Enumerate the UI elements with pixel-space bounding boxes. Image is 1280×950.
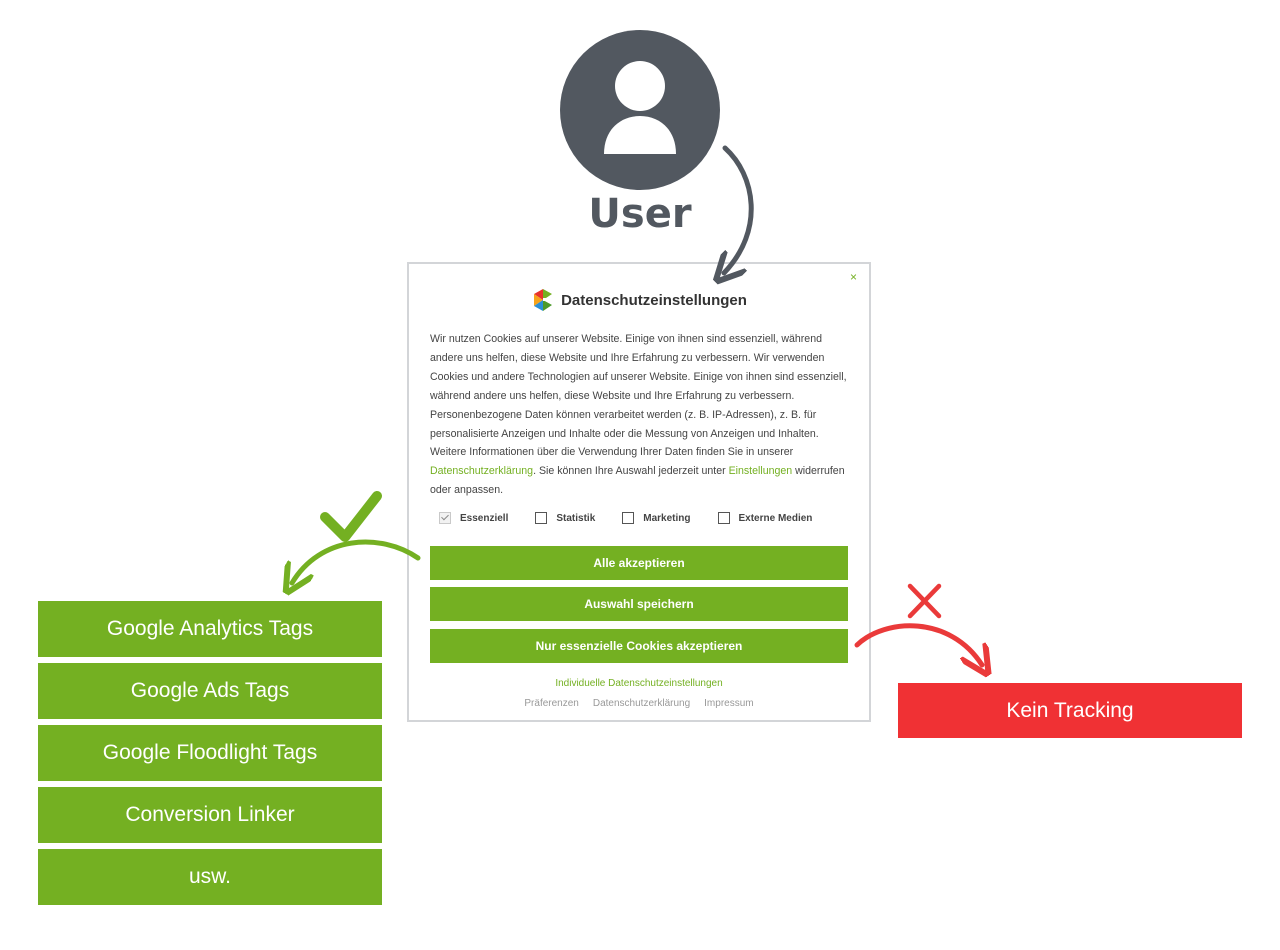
checkbox-label: Essenziell bbox=[460, 512, 509, 524]
no-tracking-box: Kein Tracking bbox=[898, 683, 1242, 738]
user-label: User bbox=[588, 191, 692, 237]
description-text: . Sie können Ihre Auswahl jederzeit unte… bbox=[533, 465, 729, 478]
essential-only-button[interactable]: Nur essenzielle Cookies akzeptieren bbox=[430, 629, 848, 663]
checkbox-essenziell-box bbox=[439, 512, 451, 524]
arrow-essential-to-no-tracking bbox=[854, 623, 982, 665]
user-icon bbox=[560, 30, 720, 190]
footer-link-preferences[interactable]: Präferenzen bbox=[524, 698, 579, 709]
checkbox-label[interactable]: Marketing bbox=[643, 512, 691, 524]
dialog-footer: Präferenzen Datenschutzerklärung Impress… bbox=[409, 698, 869, 709]
arrow-accept-to-tags bbox=[292, 539, 421, 583]
dialog-description: Wir nutzen Cookies auf unserer Website. … bbox=[430, 330, 854, 500]
footer-link-privacy[interactable]: Datenschutzerklärung bbox=[592, 698, 691, 709]
cookie-consent-dialog: × Datenschutzeinstellungen Wir nutzen Co… bbox=[407, 262, 871, 722]
description-text: widerrufen oder anpassen. bbox=[430, 465, 845, 497]
close-icon[interactable]: × bbox=[849, 270, 857, 284]
arrow-user-to-dialog bbox=[724, 145, 754, 273]
description-text: Wir nutzen Cookies auf unserer Website. … bbox=[430, 333, 847, 459]
tag-google-ads: Google Ads Tags bbox=[38, 663, 382, 719]
checkbox-statistik-box[interactable] bbox=[535, 512, 548, 524]
checkbox-marketing[interactable]: Marketing bbox=[622, 512, 691, 524]
footer-link-imprint[interactable]: Impressum bbox=[704, 698, 754, 709]
tag-conversion-linker: Conversion Linker bbox=[38, 787, 382, 843]
cross-icon bbox=[907, 583, 942, 619]
checkbox-essenziell: Essenziell bbox=[439, 512, 508, 524]
checkbox-externe-medien[interactable]: Externe Medien bbox=[717, 512, 813, 524]
privacy-policy-link[interactable]: Datenschutzerklärung bbox=[430, 465, 534, 478]
logo-icon bbox=[531, 288, 555, 312]
individual-settings-link[interactable]: Individuelle Datenschutzeinstellungen bbox=[555, 678, 723, 689]
dialog-title: Datenschutzeinstellungen bbox=[561, 291, 747, 309]
tag-google-analytics: Google Analytics Tags bbox=[38, 601, 382, 657]
save-selection-button[interactable]: Auswahl speichern bbox=[430, 587, 848, 621]
settings-link[interactable]: Einstellungen bbox=[728, 465, 793, 478]
checkbox-label[interactable]: Statistik bbox=[556, 512, 596, 524]
consent-checkboxes: Essenziell Statistik Marketing Externe M… bbox=[439, 510, 849, 526]
tag-etc: usw. bbox=[38, 849, 382, 905]
accept-all-button[interactable]: Alle akzeptieren bbox=[430, 546, 848, 580]
tag-google-floodlight: Google Floodlight Tags bbox=[38, 725, 382, 781]
dialog-header: Datenschutzeinstellungen bbox=[409, 286, 869, 314]
checkbox-statistik[interactable]: Statistik bbox=[535, 512, 595, 524]
checkbox-label[interactable]: Externe Medien bbox=[738, 512, 813, 524]
checkbox-marketing-box[interactable] bbox=[622, 512, 635, 524]
checkbox-externe-medien-box[interactable] bbox=[717, 512, 730, 524]
checkmark-icon bbox=[320, 491, 382, 542]
